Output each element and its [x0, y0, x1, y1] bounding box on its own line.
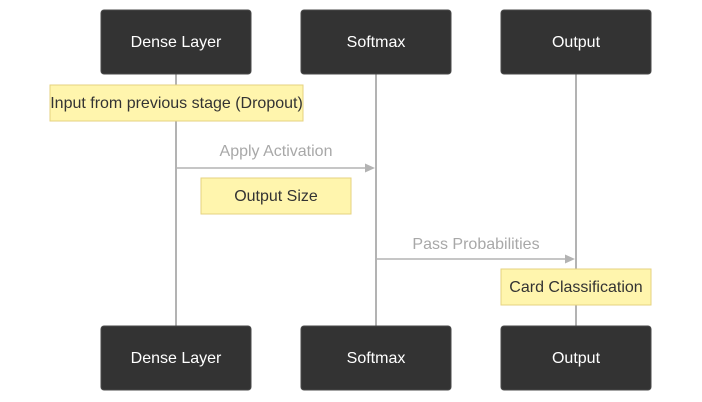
participant-output-bottom: Output [500, 325, 652, 391]
note-output-size: Output Size [200, 177, 352, 215]
participant-dense-layer-bottom: Dense Layer [100, 325, 252, 391]
participant-label: Output [552, 350, 601, 367]
arrowhead-icon [365, 163, 375, 173]
participant-output-top: Output [500, 9, 652, 75]
participant-softmax-top: Softmax [300, 9, 452, 75]
message-label: Apply Activation [220, 143, 333, 160]
participant-label: Softmax [347, 350, 406, 367]
arrowhead-icon [565, 254, 575, 264]
participant-label: Output [552, 34, 601, 51]
note-card-classification: Card Classification [500, 268, 652, 306]
message-apply-activation: Apply Activation [176, 143, 375, 173]
note-label: Output Size [234, 188, 318, 205]
participant-dense-layer-top: Dense Layer [100, 9, 252, 75]
participant-label: Dense Layer [131, 34, 222, 51]
participant-label: Softmax [347, 34, 406, 51]
note-label: Input from previous stage (Dropout) [50, 95, 303, 112]
participant-softmax-bottom: Softmax [300, 325, 452, 391]
note-input-from-previous-stage: Input from previous stage (Dropout) [49, 84, 304, 122]
message-label: Pass Probabilities [412, 236, 539, 253]
message-pass-probabilities: Pass Probabilities [376, 236, 575, 264]
participant-label: Dense Layer [131, 350, 222, 367]
note-label: Card Classification [509, 279, 642, 296]
